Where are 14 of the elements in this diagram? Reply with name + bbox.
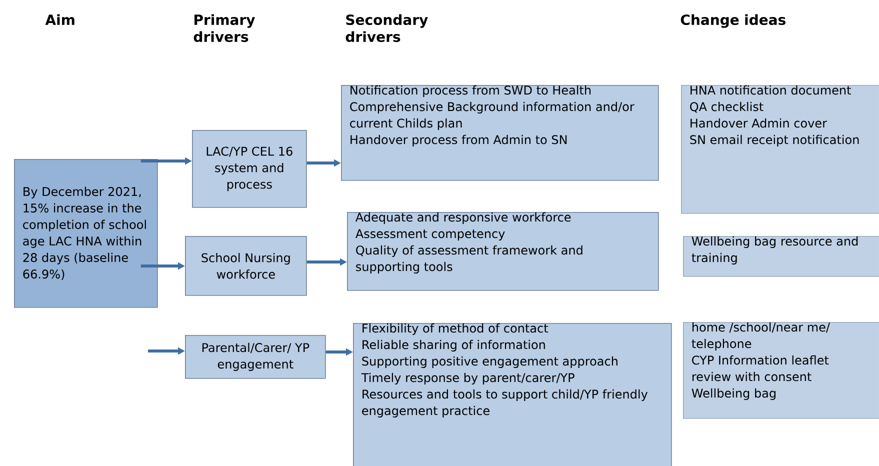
column-heading: Primary drivers	[194, 14, 255, 42]
driver-box: Notification process from SWD to Health Comprehensive Background information and/or current Childs plan Handover process from Admin to SN	[341, 85, 659, 181]
column-heading: Aim	[45, 14, 74, 25]
driver-box: Parental/Carer/ YP engagement	[185, 335, 326, 379]
column-heading: Change ideas	[680, 14, 786, 28]
idea-box: Wellbeing bag resource and training	[683, 236, 879, 277]
idea-box: HNA notification document QA checklist Handover Admin cover SN email receipt notification	[681, 85, 879, 214]
aim-box: By December 2021, 15% increase in the completion of school age LAC HNA within 28 days (baseline 66.9%)	[14, 159, 158, 308]
driver-box: School Nursing workforce	[185, 236, 307, 296]
driver-box: Flexibility of method of contact Reliable sharing of information Supporting positive engagement approach Timely response by parent/carer/YP Resources and tools to support child/YP friendly engagement practice	[353, 323, 672, 466]
idea-box: home /school/near me/ telephone CYP Information leaflet review with consent Wellbeing bag	[683, 322, 879, 419]
driver-box: Adequate and responsive workforce Assessment competency Quality of assessment framework and supporting tools	[347, 212, 659, 291]
column-heading: Secondary drivers	[346, 14, 428, 42]
driver-box: LAC/YP CEL 16 system and process	[192, 130, 307, 208]
